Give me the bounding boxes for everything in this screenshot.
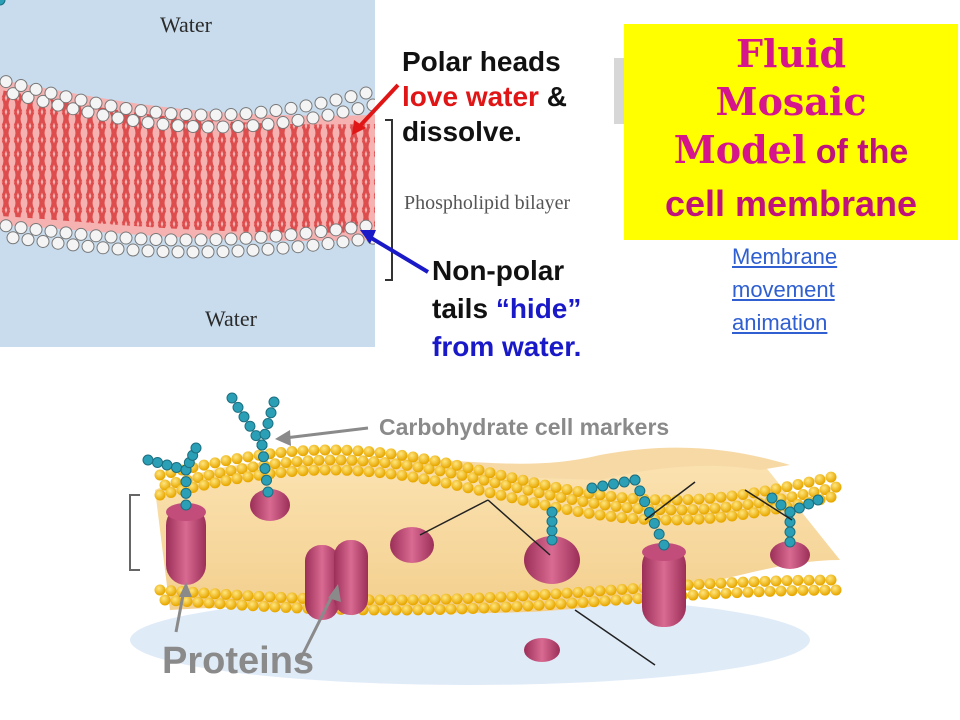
- membrane-protein: [642, 543, 686, 627]
- bilayer-caption: Phospholipid bilayer: [404, 192, 571, 214]
- membrane-protein: [166, 503, 206, 585]
- carbohydrate-chains: [0, 0, 824, 551]
- water-label-top: Water: [160, 12, 212, 37]
- membrane-top-surface: [300, 447, 790, 480]
- phospholipid-bilayer-panel: Water Water: [0, 0, 375, 347]
- carbohydrate-arrow: [284, 426, 369, 440]
- leader-lines: [419, 481, 793, 666]
- polar-note-dissolve: & dissolve.: [402, 81, 567, 147]
- title-fluid: Fluid: [735, 31, 847, 76]
- protein-arrow-left-head: [179, 582, 192, 597]
- title-mosaic: Mosaic: [715, 79, 867, 124]
- membrane-animation-link[interactable]: Membrane movement animation: [732, 240, 892, 339]
- membrane-protein: [524, 536, 580, 584]
- water-label-bottom: Water: [205, 306, 257, 331]
- polar-heads-note: Polar heads love water & dissolve.: [402, 44, 612, 149]
- protein-arrow-right-head: [328, 584, 341, 602]
- membrane-shadow: [130, 595, 810, 685]
- link-line3[interactable]: animation: [732, 310, 828, 335]
- carbohydrate-markers-label: Carbohydrate cell markers: [379, 414, 670, 440]
- membrane-protein: [305, 540, 368, 620]
- polar-note-love: love: [402, 81, 459, 112]
- nonpolar-hide: “hide”: [495, 293, 582, 324]
- membrane-protein: [250, 489, 290, 521]
- protein-arrow-right: [298, 591, 336, 661]
- membrane-protein: [390, 527, 434, 563]
- membrane-protein: [524, 638, 560, 662]
- link-line1[interactable]: Membrane: [732, 244, 838, 269]
- nonpolar-arrow-head: [360, 230, 376, 244]
- nonpolar-from-water: from water.: [432, 331, 582, 362]
- link-line2[interactable]: movement: [732, 277, 835, 302]
- title-of-the: of the: [806, 133, 909, 171]
- proteins-label: Proteins: [162, 640, 315, 682]
- title-box: Fluid Mosaic Model of the cell membrane: [624, 24, 958, 240]
- nonpolar-arrow: [366, 234, 430, 274]
- title-model: Model: [673, 127, 807, 172]
- phospholipid-bilayer-illustration: [0, 75, 375, 259]
- polar-arrow: [356, 83, 400, 130]
- bilayer-annotation-arrows: [352, 83, 430, 281]
- polar-note-text: Polar heads: [402, 46, 561, 77]
- nonpolar-line1: Non-polar: [432, 255, 565, 286]
- polar-note-water: water: [465, 81, 539, 112]
- title-cell-membrane: cell membrane: [664, 183, 918, 224]
- polar-arrow-head: [352, 120, 366, 135]
- nonpolar-tails-note: Non-polar tails “hide” from water.: [432, 252, 662, 366]
- nonpolar-tails: tails: [432, 293, 496, 324]
- membrane-bracket: [129, 494, 140, 571]
- carbohydrate-arrow-head: [275, 430, 291, 446]
- membrane-protein: [770, 541, 810, 569]
- bilayer-bracket: [385, 119, 393, 281]
